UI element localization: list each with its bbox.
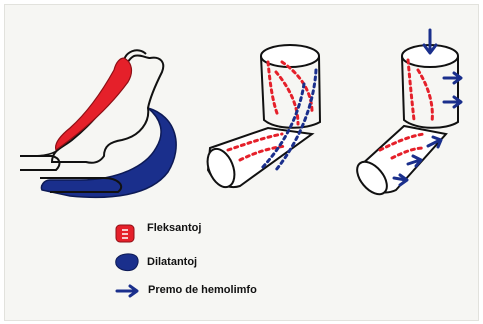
legend-flexors-label: Fleksantoj bbox=[147, 222, 201, 234]
arrow-down-icon bbox=[424, 30, 436, 53]
joint-anatomy bbox=[20, 50, 176, 197]
flexor-muscle-shape bbox=[56, 58, 132, 150]
legend-dilators-label: Dilatantoj bbox=[147, 256, 197, 268]
flexor-dots-upper bbox=[268, 62, 278, 116]
right-flexor-dots-2 bbox=[418, 70, 432, 122]
right-flexor-dots-1 bbox=[408, 60, 414, 120]
upper-cylinder-top bbox=[261, 45, 319, 67]
dilator-swatch-icon bbox=[116, 254, 138, 271]
arrow-right-icon bbox=[117, 286, 137, 296]
legend-pressure-label: Premo de hemolimfo bbox=[148, 284, 257, 296]
upper-segment-outline bbox=[52, 55, 163, 162]
arrow-right-icon bbox=[444, 97, 461, 107]
cylinder-model-flexed bbox=[202, 45, 320, 191]
dilator-muscle-shape bbox=[41, 108, 176, 197]
cylinder-model-pressurized bbox=[351, 30, 461, 200]
legend-icons bbox=[116, 225, 138, 296]
arrow-right-icon bbox=[444, 73, 461, 83]
